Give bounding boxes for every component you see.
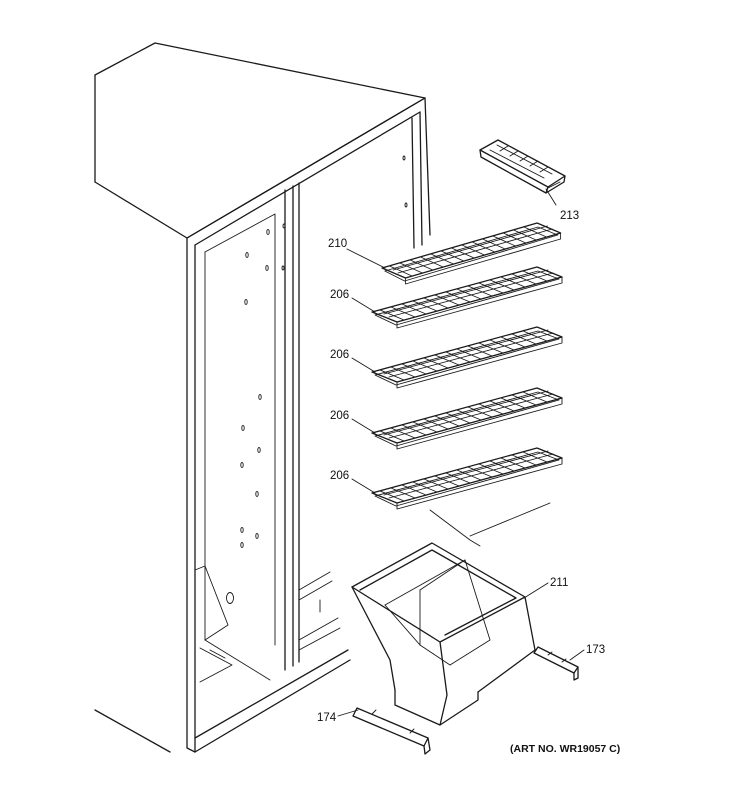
part-label-206: 206 (330, 349, 349, 361)
freezer-shelf[interactable] (371, 447, 563, 510)
part-label-206: 206 (330, 289, 349, 301)
slide-rail-left[interactable] (352, 707, 431, 755)
refrigerator-cabinet (94, 42, 431, 753)
leader-lines (337, 248, 585, 717)
liner-hole (226, 229, 270, 604)
part-label-213: 213 (560, 210, 579, 222)
part-label-211: 211 (550, 577, 568, 589)
part-label-173: 173 (586, 644, 605, 656)
ice-tray[interactable] (479, 139, 566, 206)
part-label-206: 206 (330, 410, 349, 422)
art-number: (ART NO. WR19057 C) (510, 743, 620, 755)
freezer-shelf[interactable] (371, 326, 563, 389)
freezer-bin[interactable] (351, 542, 536, 726)
freezer-shelf[interactable] (371, 387, 563, 450)
part-label-174: 174 (317, 712, 337, 724)
slide-rail-right[interactable] (533, 646, 579, 681)
freezer-shelf-top[interactable] (381, 222, 562, 285)
part-label-206: 206 (330, 470, 349, 482)
part-label-210: 210 (328, 238, 347, 250)
